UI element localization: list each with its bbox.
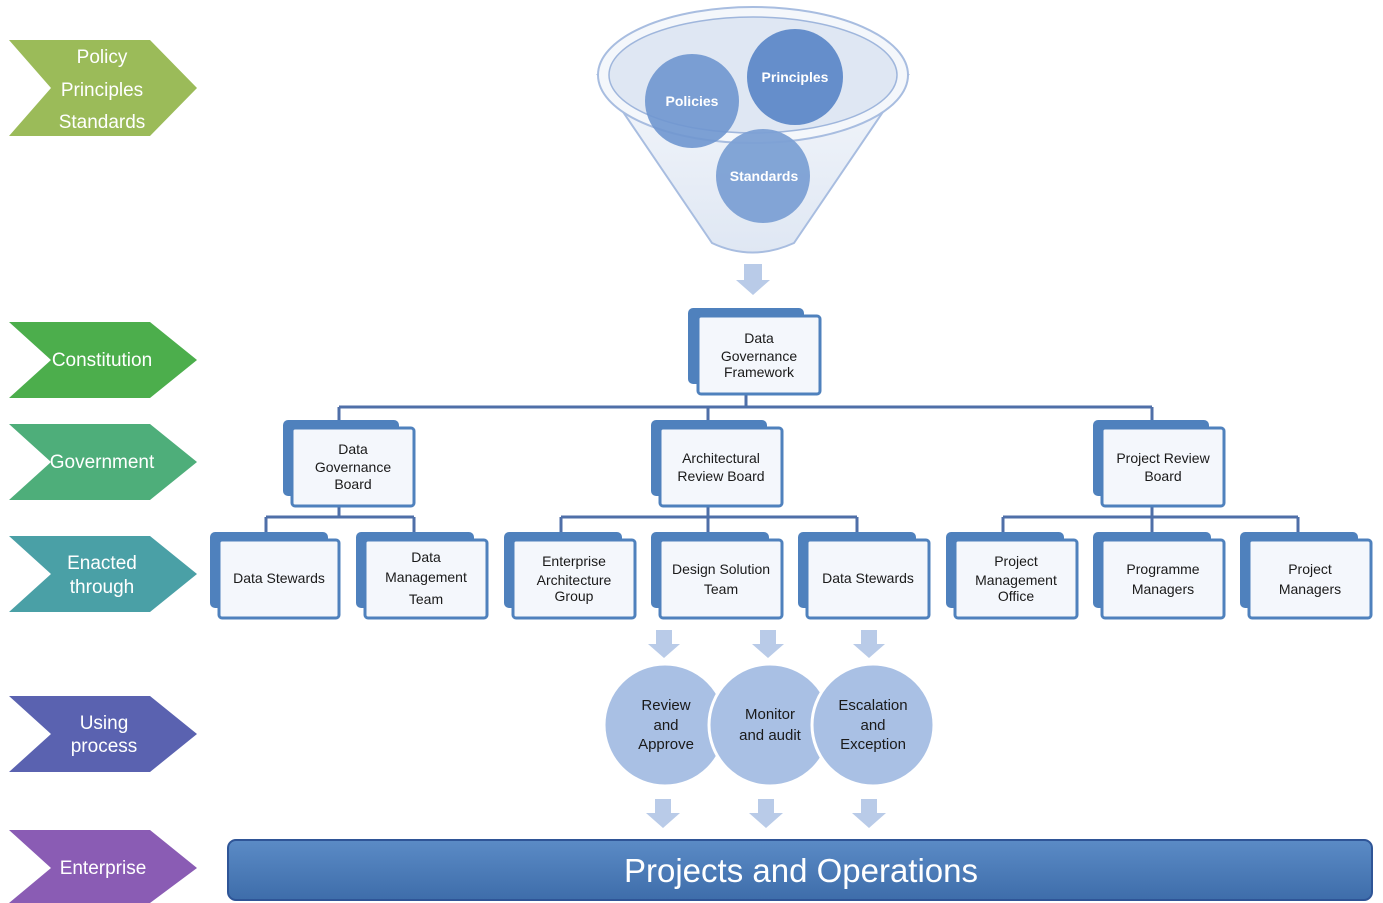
- dmt-line-1: Data: [411, 549, 441, 565]
- monitor-line-2: and audit: [739, 727, 802, 744]
- arb-line-1: Architectural: [682, 450, 760, 466]
- chevron-enacted-line-1: Enacted: [67, 553, 137, 574]
- eag-line-2: Architecture: [537, 572, 612, 588]
- funnel: Policies Principles Standards: [596, 6, 910, 254]
- down-arrow-review-in: [648, 630, 680, 658]
- chevron-using-line-2: process: [71, 736, 138, 757]
- down-arrow-escalation-in: [853, 630, 885, 658]
- box-enterprise-architecture-group: Enterprise Architecture Group: [504, 532, 637, 620]
- chevron-policy-line-1: Policy: [77, 47, 128, 68]
- policies-label: Policies: [666, 93, 719, 109]
- box-design-solution-team: Design Solution Team: [651, 532, 784, 620]
- projects-operations-banner: Projects and Operations: [227, 839, 1373, 901]
- review-line-3: Approve: [638, 736, 694, 753]
- pm-line-2: Managers: [1279, 581, 1341, 597]
- prgm-line-2: Managers: [1132, 581, 1194, 597]
- down-arrow-funnel: [736, 264, 770, 295]
- review-line-1: Review: [641, 697, 690, 714]
- dst-line-2: Team: [704, 581, 738, 597]
- box-data-management-team: Data Management Team: [356, 532, 489, 620]
- box-project-review-board: Project Review Board: [1093, 420, 1226, 508]
- arb-line-2: Review Board: [677, 468, 764, 484]
- box-data-stewards-2: Data Stewards: [798, 532, 931, 620]
- pmo-line-1: Project: [994, 553, 1038, 569]
- box-data-governance-board: Data Governance Board: [283, 420, 416, 508]
- escalation-line-2: and: [860, 717, 885, 734]
- funnel-circle-principles: Principles: [747, 29, 843, 125]
- principles-label: Principles: [762, 69, 829, 85]
- process-circles: Review and Approve Monitor and audit Esc…: [602, 662, 936, 788]
- chevron-policy-line-2: Principles: [61, 80, 143, 101]
- pm-line-1: Project: [1288, 561, 1332, 577]
- eag-line-1: Enterprise: [542, 553, 606, 569]
- chevron-enterprise: Enterprise: [9, 830, 197, 903]
- down-arrow-review-out: [646, 799, 680, 828]
- chevron-enacted: Enacted through: [9, 536, 197, 612]
- box-programme-managers: Programme Managers: [1093, 532, 1226, 620]
- dgf-line-3: Framework: [724, 364, 795, 380]
- prgm-line-1: Programme: [1126, 561, 1199, 577]
- funnel-circle-standards: Standards: [716, 129, 810, 223]
- escalation-line-1: Escalation: [838, 697, 907, 714]
- pmo-line-2: Management: [975, 572, 1057, 588]
- dgb-line-2: Governance: [315, 459, 391, 475]
- dst-line-1: Design Solution: [672, 561, 770, 577]
- dmt-line-2: Management: [385, 569, 467, 585]
- down-arrow-escalation-out: [852, 799, 886, 828]
- review-line-2: and: [653, 717, 678, 734]
- eag-line-3: Group: [555, 588, 594, 604]
- dgf-line-2: Governance: [721, 348, 797, 364]
- down-arrow-monitor-in: [752, 630, 784, 658]
- banner-label: Projects and Operations: [624, 852, 978, 889]
- chevron-constitution: Constitution: [9, 322, 197, 398]
- dmt-line-3: Team: [409, 591, 443, 607]
- dgf-line-1: Data: [744, 330, 774, 346]
- down-arrow-monitor-out: [749, 799, 783, 828]
- box-architectural-review-board: Architectural Review Board: [651, 420, 784, 508]
- dgb-line-1: Data: [338, 441, 368, 457]
- box-project-managers: Project Managers: [1240, 532, 1373, 620]
- box-data-governance-framework: Data Governance Framework: [688, 308, 822, 396]
- escalation-line-3: Exception: [840, 736, 906, 753]
- dgb-line-3: Board: [334, 476, 371, 492]
- chevron-policy: Policy Principles Standards: [9, 40, 197, 136]
- chevron-enacted-line-2: through: [70, 577, 134, 598]
- chevron-enterprise-line-1: Enterprise: [60, 858, 147, 879]
- box-project-management-office: Project Management Office: [946, 532, 1079, 620]
- chevron-government-line-1: Government: [50, 452, 155, 473]
- chevron-using-line-1: Using: [80, 713, 129, 734]
- pmo-line-3: Office: [998, 588, 1035, 604]
- chevron-policy-line-3: Standards: [59, 112, 146, 133]
- monitor-line-1: Monitor: [745, 706, 795, 723]
- standards-label: Standards: [730, 168, 799, 184]
- process-escalation-circle: [810, 662, 936, 788]
- funnel-circle-policies: Policies: [645, 54, 739, 148]
- ds2-line-1: Data Stewards: [822, 570, 914, 586]
- ds1-line-1: Data Stewards: [233, 570, 325, 586]
- chevron-using: Using process: [9, 696, 197, 772]
- box-data-stewards-1: Data Stewards: [210, 532, 341, 620]
- prb-line-2: Board: [1144, 468, 1181, 484]
- chevron-government: Government: [9, 424, 197, 500]
- prb-line-1: Project Review: [1116, 450, 1210, 466]
- chevron-constitution-line-1: Constitution: [52, 350, 152, 371]
